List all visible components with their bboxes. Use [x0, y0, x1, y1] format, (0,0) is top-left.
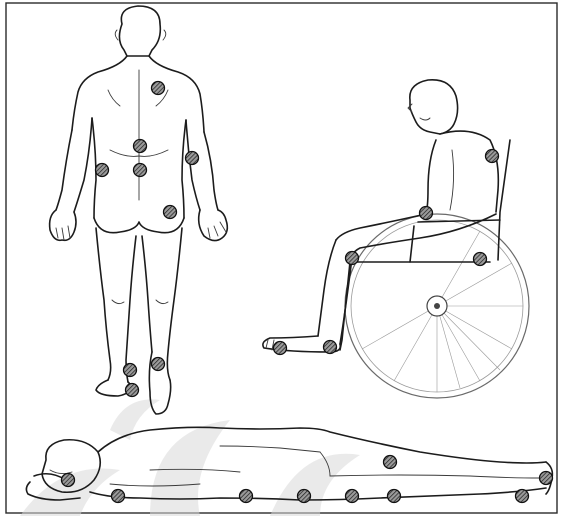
pressure-point-calf — [384, 456, 397, 469]
pressure-point-markers — [62, 82, 553, 503]
pressure-point-ear — [62, 474, 75, 487]
pressure-point-heel — [324, 341, 337, 354]
pressure-point-scapula — [152, 82, 165, 95]
pressure-point-shoulder — [112, 490, 125, 503]
pressure-point-elbow — [420, 207, 433, 220]
pressure-point-heel-right — [152, 358, 165, 371]
pressure-point-heel-left — [126, 384, 139, 397]
pressure-point-ankle-left — [124, 364, 137, 377]
pressure-point-spine — [134, 140, 147, 153]
pressure-point-genitalia — [298, 490, 311, 503]
standing-figure — [50, 6, 228, 414]
pressure-point-right-elbow — [186, 152, 199, 165]
pressure-point-toes-lying — [516, 490, 529, 503]
pressure-point-shin — [388, 490, 401, 503]
pressure-point-sacrum — [134, 164, 147, 177]
pressure-point-chest — [240, 490, 253, 503]
pressure-point-knee-lying — [346, 490, 359, 503]
pressure-point-left-elbow — [96, 164, 109, 177]
pressure-point-ischial-tuberosity — [474, 253, 487, 266]
pressure-point-ischium — [164, 206, 177, 219]
pressure-point-foot — [540, 472, 553, 485]
pressure-point-toes — [274, 342, 287, 355]
pressure-point-shoulder-blade — [486, 150, 499, 163]
wheelchair-figure — [263, 80, 529, 398]
pressure-point-knee — [346, 252, 359, 265]
